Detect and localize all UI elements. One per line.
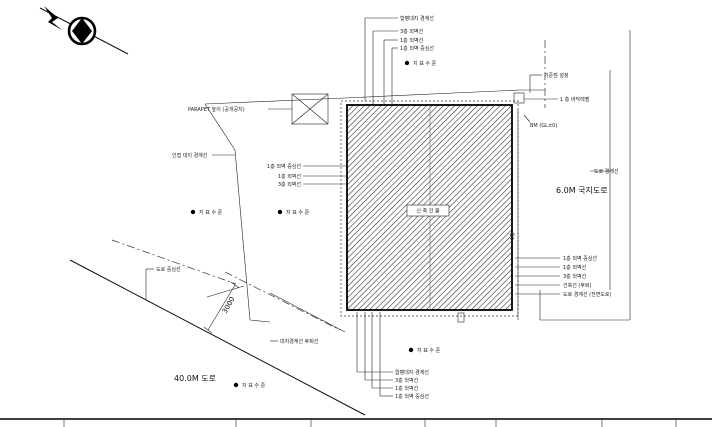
note-road-center: 도로 중심선 [156,266,181,273]
benchmark-top: 지 표 수 준 [404,60,437,67]
dimension-text: 3000 [221,296,237,315]
left-callouts: 1층 외벽 중심선 1층 외벽선 3층 외벽선 [267,163,347,188]
benchmark-bottom-left: 지 표 수 준 [233,382,266,389]
setback-line [340,100,519,317]
note-corner-1: 기준점 설정 [544,72,569,79]
top-callout-2: 3층 외벽선 [400,28,424,35]
benchmark-bottom-right-label: 지 표 수 준 [417,347,441,354]
existing-structure [291,93,329,125]
setback-dimension: 3000 [203,281,240,334]
bottom-callout-4: 1층 외벽 중심선 [395,393,429,400]
left-callout-2: 1층 외벽선 [278,173,302,180]
road-40m [69,239,366,416]
benchmark-left-label: 지 표 수 준 [199,209,223,216]
road-south-label: 40.0M 도로 [174,374,216,383]
title-block [0,418,712,427]
benchmark-bottom-right: 지 표 수 준 [408,347,441,354]
vertical-mark: 1층 [509,232,516,240]
note-setback: 대지경계선 후퇴선 [280,338,319,345]
bottom-callouts: 합병대지 경계선 3층 외벽선 1층 외벽선 1층 외벽 중심선 [356,312,429,400]
note-left-property: 인접 대지 경계선 [172,152,208,159]
top-callout-4: 1층 외벽 중심선 [400,45,434,52]
right-callout-5: 도로 경계선 (전면도로) [563,291,612,298]
note-corner-3: BM (GL±0) [530,123,557,129]
top-callout-1: 합병대지 경계선 [400,15,434,22]
site-boundary [204,30,631,323]
right-callout-2: 1층 외벽선 [563,264,587,271]
benchmark-center: 지 표 수 준 [277,209,310,216]
left-callout-1: 1층 외벽 중심선 [267,163,301,170]
right-callouts: 1층 외벽 중심선 1층 외벽선 3층 외벽선 건축선 (후퇴) 도로 경계선 … [515,255,612,298]
right-callout-4: 건축선 (후퇴) [563,282,592,289]
benchmark-left: 지 표 수 준 [190,209,223,216]
benchmark-bottom-left-label: 지 표 수 준 [242,382,266,389]
top-callouts: 합병대지 경계선 3층 외벽선 1층 외벽선 1층 외벽 중심선 [364,15,434,104]
corner-marker-top-right [513,92,525,104]
right-callout-1: 1층 외벽 중심선 [563,255,597,262]
left-callout-3: 3층 외벽선 [278,181,302,188]
bottom-callout-1: 합병대지 경계선 [395,369,429,376]
misc-annotations: PARAPET 높이 (공개공지) 인접 대지 경계선 도로 중심선 대지경계선… [145,72,619,345]
road-east-label: 6.0M 국지도로 [556,186,608,195]
top-callout-3: 1층 외벽선 [400,37,424,44]
new-building: 신 축 건 물 [346,104,513,311]
bottom-callout-2: 3층 외벽선 [395,377,419,384]
note-east-road-line: 도로 경계선 [594,168,619,175]
note-corner-2: 1 층 바닥레벨 [560,96,590,103]
north-arrow-icon [39,6,129,55]
bottom-callout-3: 1층 외벽선 [395,385,419,392]
benchmark-top-label: 지 표 수 준 [413,60,437,67]
building-label: 신 축 건 물 [416,208,440,215]
corner-marker-bottom [457,312,465,323]
benchmark-center-label: 지 표 수 준 [286,209,310,216]
note-parapet: PARAPET 높이 (공개공지) [188,106,245,113]
right-callout-3: 3층 외벽선 [563,273,587,280]
